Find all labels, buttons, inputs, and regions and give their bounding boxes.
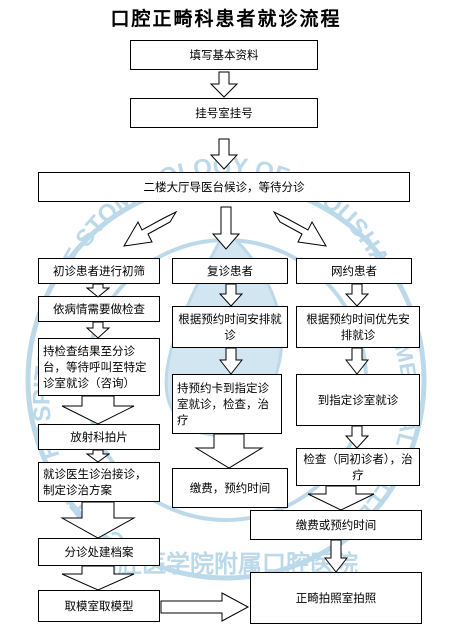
arrow-left-f [60, 566, 136, 591]
step-photo: 正畸拍照室拍照 [250, 572, 422, 624]
arrow-mid-a [219, 284, 243, 307]
step-online-schedule: 根据预约时间优先安排就诊 [296, 306, 420, 348]
arrow-mid-b [219, 348, 243, 375]
step-revisit-pay: 缴费，预约时间 [172, 468, 288, 508]
arrow-down-1 [210, 71, 238, 98]
arrow-left-c [60, 396, 136, 425]
step-first-visit: 初诊患者进行初筛 [38, 258, 160, 284]
arrow-down-2 [210, 138, 238, 170]
arrow-right-b [345, 348, 369, 375]
step-fill-info: 填写基本资料 [130, 40, 318, 70]
arrow-triage-right [270, 208, 332, 252]
step-radiology: 放射科拍片 [38, 424, 160, 450]
arrow-right-c [345, 426, 369, 449]
arrow-left-d [86, 450, 110, 463]
page-title: 口腔正畸科患者就诊流程 [110, 8, 342, 30]
step-triage: 二楼大厅导医台候诊，等待分诊 [38, 172, 410, 202]
arrow-mold-to-photo [160, 592, 250, 622]
step-doctor-plan: 就诊医生诊治接诊，制定诊治方案 [38, 462, 160, 502]
step-pay-appoint: 缴费或预约时间 [250, 510, 422, 540]
step-revisit-treat: 持预约卡到指定诊室就诊，检查，治疗 [172, 374, 282, 434]
step-register: 挂号室挂号 [130, 98, 318, 128]
step-mold: 取模室取模型 [38, 590, 160, 622]
step-revisit: 复诊患者 [172, 258, 288, 284]
arrow-mid-c [194, 434, 264, 469]
arrow-triage-left [118, 208, 180, 252]
arrow-right-d [306, 486, 376, 511]
step-wait-call: 持检查结果至分诊台，等待呼叫至特定诊室就诊（咨询） [38, 338, 160, 396]
arrow-left-e [60, 502, 136, 539]
arrow-right-a [345, 284, 369, 307]
step-online-treat: 检查（同初诊者），治疗 [296, 448, 420, 486]
arrow-left-b [86, 322, 110, 339]
step-online-room: 到指定诊室就诊 [296, 374, 420, 426]
step-revisit-schedule: 根据预约时间安排就诊 [172, 306, 288, 348]
step-file: 分诊处建档案 [38, 538, 160, 566]
step-exam-needed: 依病情需要做检查 [38, 296, 160, 322]
arrow-left-a [86, 284, 110, 298]
step-online: 网约患者 [296, 258, 412, 284]
arrow-triage-middle [212, 206, 240, 250]
arrow-pay-to-photo [324, 540, 348, 573]
